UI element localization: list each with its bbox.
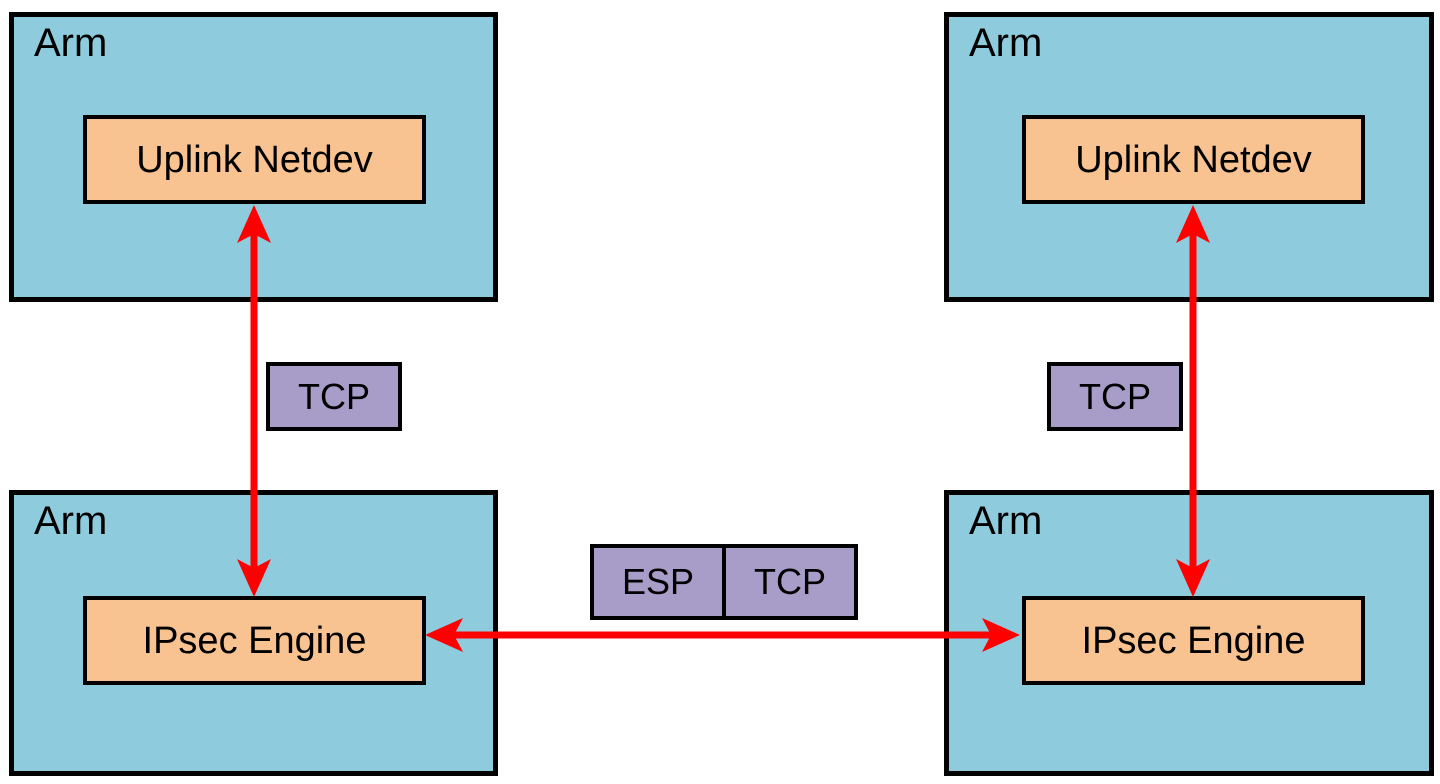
host-label-bottom-right: Arm xyxy=(969,499,1043,543)
component-ipsec-engine-right: IPsec Engine xyxy=(1022,596,1365,685)
protocol-text-tcp: TCP xyxy=(298,375,370,417)
protocol-cell-tcp: TCP xyxy=(722,548,854,616)
protocol-text-esp: ESP xyxy=(621,561,695,602)
protocol-cell-esp: ESP xyxy=(594,548,722,616)
host-label-top-left: Arm xyxy=(34,21,108,65)
component-label-uplink-netdev-right: Uplink Netdev xyxy=(1075,138,1312,181)
arrowhead-up-right xyxy=(1176,205,1210,243)
protocol-label-right-tcp: TCP xyxy=(1047,362,1183,431)
protocol-text-tcp: TCP xyxy=(1079,375,1151,417)
component-ipsec-engine-left: IPsec Engine xyxy=(83,596,426,685)
arrowhead-down-right xyxy=(1176,559,1210,597)
arrowhead-left-tunnel xyxy=(425,618,463,652)
component-uplink-netdev-right: Uplink Netdev xyxy=(1022,115,1365,204)
protocol-label-left-tcp: TCP xyxy=(266,362,402,431)
component-label-ipsec-engine-right: IPsec Engine xyxy=(1081,619,1306,662)
protocol-text-tcp: TCP xyxy=(754,561,827,602)
arrow-left-vertical xyxy=(237,205,271,597)
arrowhead-right-tunnel xyxy=(982,618,1020,652)
component-label-ipsec-engine-left: IPsec Engine xyxy=(142,619,367,662)
protocol-label-esp-tcp: ESP TCP xyxy=(590,544,858,620)
component-label-uplink-netdev-left: Uplink Netdev xyxy=(136,138,373,181)
protocol-cell-tcp: TCP xyxy=(1051,366,1179,427)
protocol-cell-tcp: TCP xyxy=(270,366,398,427)
component-uplink-netdev-left: Uplink Netdev xyxy=(83,115,426,204)
arrow-ipsec-tunnel xyxy=(425,618,1020,652)
arrowhead-up-left xyxy=(237,205,271,243)
host-label-top-right: Arm xyxy=(969,21,1043,65)
arrow-right-vertical xyxy=(1176,205,1210,597)
host-label-bottom-left: Arm xyxy=(34,499,108,543)
arrowhead-down-left xyxy=(237,559,271,597)
